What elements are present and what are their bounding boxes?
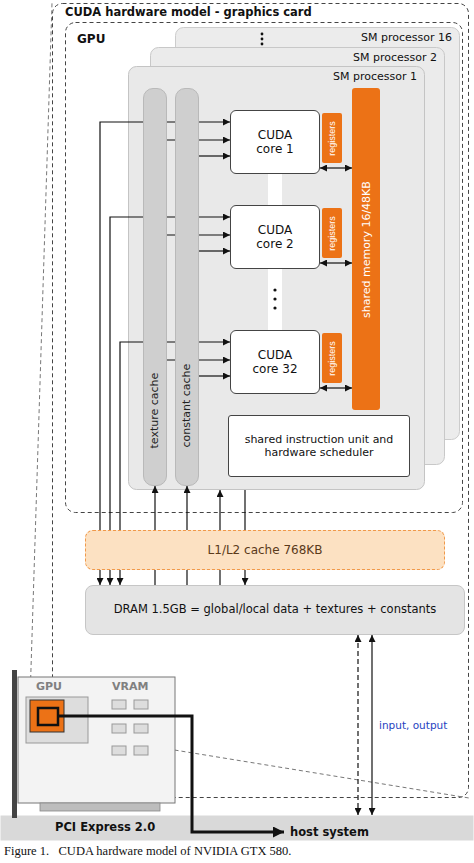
shared-memory: shared memory 16/48KB bbox=[352, 88, 380, 410]
ellipsis-dot bbox=[261, 43, 264, 46]
vram-chip bbox=[112, 746, 126, 755]
ellipsis-dot bbox=[273, 306, 276, 309]
data-path-arrow bbox=[199, 250, 230, 251]
vram-chip bbox=[112, 724, 126, 733]
ellipsis-dot bbox=[261, 38, 264, 41]
cache-label: constant cache bbox=[180, 363, 193, 447]
pci-express-bus-outline bbox=[1, 816, 474, 841]
container-outlines bbox=[1, 4, 474, 841]
bus-label: PCI Express 2.0 bbox=[55, 821, 155, 835]
sm-label: SM processor 2 bbox=[353, 51, 437, 64]
cuda-core: CUDA core 2 bbox=[230, 205, 320, 269]
data-path-arrow bbox=[320, 387, 352, 388]
zoom-line bbox=[30, 3, 52, 700]
core-label: CUDA core 1 bbox=[247, 128, 303, 157]
memory-label: shared memory 16/48KB bbox=[359, 181, 372, 318]
decoration bbox=[12, 3, 469, 832]
data-path-arrow bbox=[199, 155, 230, 156]
cache-box: L1/L2 cache 768KB bbox=[85, 530, 445, 570]
illustration-label: GPU bbox=[36, 681, 62, 694]
edge-label: input, output bbox=[378, 719, 448, 731]
sm-processor-box-outline bbox=[129, 67, 425, 490]
register-file: registers bbox=[322, 113, 342, 163]
constant-cache: constant cache bbox=[175, 88, 199, 486]
card-connector bbox=[40, 803, 160, 811]
gpu-chip bbox=[26, 697, 88, 743]
illustration-label: VRAM bbox=[112, 681, 148, 694]
vram-chip bbox=[112, 700, 126, 709]
vram-chip bbox=[134, 724, 148, 733]
host-link-line bbox=[58, 716, 284, 832]
gpu-outline bbox=[38, 708, 58, 725]
cuda-core: CUDA core 32 bbox=[230, 330, 320, 394]
graphics-card-region: SM processor 16 SM processor 2 texture cac… bbox=[52, 3, 469, 798]
graphics-card-body bbox=[18, 677, 175, 803]
cache-label: texture cache bbox=[148, 372, 161, 448]
register-file: registers bbox=[322, 208, 342, 258]
figure-caption: Figure 1. CUDA hardware model of NVIDIA … bbox=[4, 845, 291, 859]
data-path-arrow bbox=[320, 167, 352, 168]
dram-box: DRAM 1.5GB = global/local data + texture… bbox=[85, 585, 465, 635]
data-path-arrow bbox=[371, 635, 372, 815]
register-label: registers bbox=[326, 121, 337, 156]
core-label: CUDA core 32 bbox=[247, 348, 303, 377]
scheduler-label: shared instruction unit and hardware sch… bbox=[239, 433, 399, 459]
register-label: registers bbox=[326, 341, 337, 376]
register-label: registers bbox=[326, 216, 337, 251]
data-path-arrow bbox=[320, 262, 352, 263]
register-file: registers bbox=[322, 333, 342, 383]
ellipsis-dot bbox=[273, 288, 276, 291]
data-path-arrow bbox=[357, 635, 358, 815]
vram-chip bbox=[134, 746, 148, 755]
region-title: CUDA hardware model - graphics card bbox=[65, 6, 312, 20]
ellipsis-dot bbox=[261, 33, 264, 36]
data-path-arrow bbox=[199, 375, 230, 376]
gpu-region: SM processor 16 SM processor 2 texture cac… bbox=[65, 22, 463, 513]
cache-label: L1/L2 cache 768KB bbox=[208, 543, 323, 557]
region-title: GPU bbox=[77, 32, 105, 46]
pci-express-bus: host system PCI Express 2.0 bbox=[0, 815, 474, 841]
core-label: CUDA core 2 bbox=[247, 223, 303, 252]
texture-cache: texture cache bbox=[143, 88, 167, 486]
gpu-region-outline bbox=[66, 23, 463, 513]
cuda-core: CUDA core 1 bbox=[230, 110, 320, 174]
scheduler-box: shared instruction unit and hardware sch… bbox=[228, 415, 410, 477]
sm-label: SM processor 1 bbox=[333, 70, 417, 83]
ellipsis-dot bbox=[273, 297, 276, 300]
host-system: host system bbox=[290, 822, 390, 844]
sm-label: SM processor 16 bbox=[361, 31, 452, 44]
dram-label: DRAM 1.5GB = global/local data + texture… bbox=[114, 603, 437, 617]
vram-chip bbox=[134, 700, 148, 709]
card-bracket bbox=[12, 670, 17, 818]
host-label: host system bbox=[290, 826, 369, 840]
sm-processor-box: texture cache constant cache CUDA core 1 re… bbox=[128, 66, 425, 490]
